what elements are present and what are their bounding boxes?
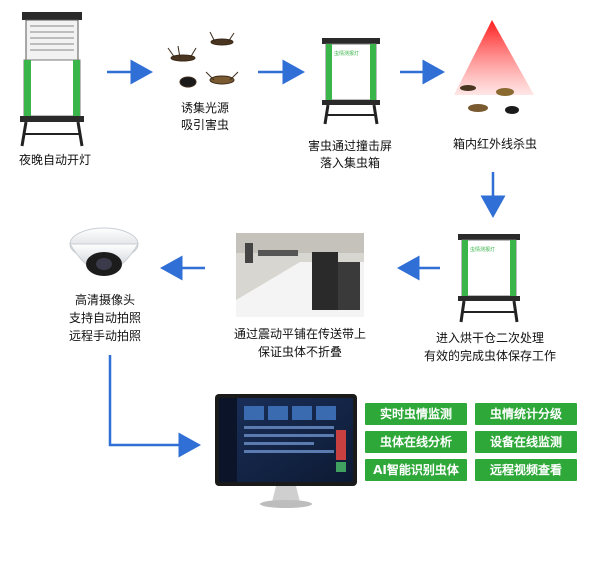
monitor-platform (215, 394, 357, 508)
step-camera-line2: 支持自动拍照 (68, 311, 141, 325)
collection-box-device (322, 38, 380, 125)
feature-badge-ai-recognition: AI智能识别虫体 (365, 459, 467, 481)
feature-badge-remote-video: 远程视频查看 (475, 459, 577, 481)
step-conveyor-line2: 保证虫体不折叠 (257, 345, 342, 359)
step-dry-line1: 进入烘干仓二次处理 (435, 331, 544, 345)
infrared-beam (454, 20, 534, 114)
camera-device (69, 227, 139, 276)
step-attract-line2: 吸引害虫 (180, 118, 229, 132)
feature-badge-device-monitoring: 设备在线监测 (475, 431, 577, 453)
insects-illustration (167, 31, 239, 88)
step-night-light: 夜晚自动开灯 (18, 153, 91, 167)
arrow-7 (108, 355, 201, 458)
feature-badge-online-analysis: 虫体在线分析 (365, 431, 467, 453)
device-brand-label-2: 虫情测报灯 (470, 247, 496, 253)
feature-badge-statistics: 虫情统计分级 (475, 403, 577, 425)
step-conveyor-line1: 通过震动平铺在传送带上 (233, 327, 366, 341)
step-impact-line1: 害虫通过撞击屏 (307, 139, 392, 153)
step-dry-line2: 有效的完成虫体保存工作 (423, 349, 556, 363)
step-camera-line3: 远程手动拍照 (68, 329, 141, 343)
feature-badge-realtime-monitoring: 实时虫情监测 (365, 403, 467, 425)
drying-box-device (458, 234, 520, 323)
step-attract-line1: 诱集光源 (180, 101, 229, 115)
device-brand-label: 虫情测报灯 (334, 51, 360, 57)
step-infrared: 箱内红外线杀虫 (452, 137, 537, 151)
step-impact-line2: 落入集虫箱 (319, 156, 380, 170)
step-camera-line1: 高清摄像头 (74, 293, 135, 307)
conveyor-photo (236, 233, 364, 317)
light-trap-device (20, 12, 84, 147)
